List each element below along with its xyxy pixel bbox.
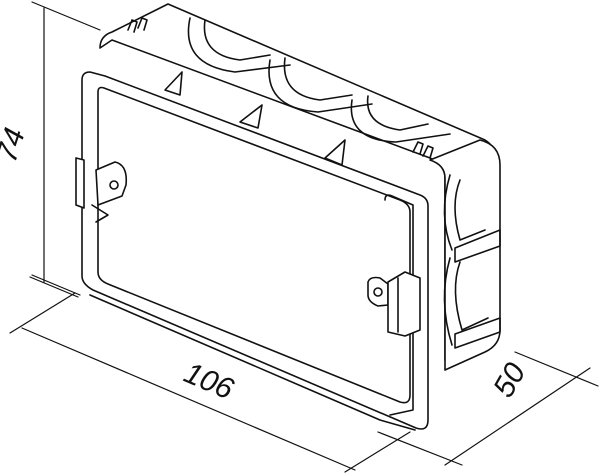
mounting-frame [81,71,429,431]
dimension-width [9,276,411,473]
dimension-label-depth: 50 [487,357,532,403]
dimension-height [31,1,101,296]
right-screw-lug [367,271,421,337]
back-box [99,3,501,371]
dimension-label-height: 74 [0,124,32,166]
dimension-depth [377,351,599,466]
left-screw-lug [75,157,128,223]
